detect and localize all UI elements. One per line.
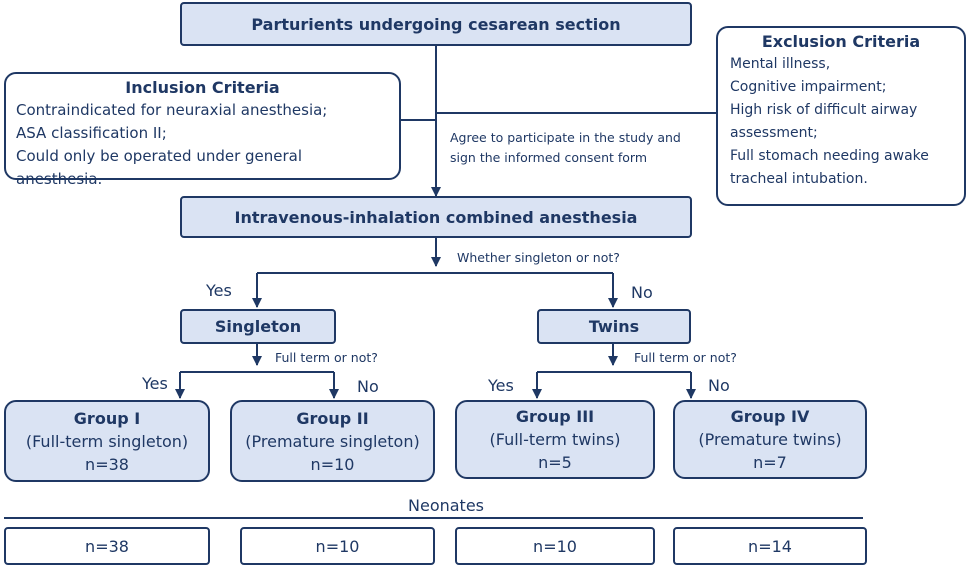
- inclusion-line-1: Contraindicated for neuraxial anesthesia…: [16, 101, 328, 119]
- group-1-name: Group I: [73, 408, 141, 428]
- group-4-name: Group IV: [730, 407, 810, 426]
- inclusion-line-3: Could only be operated under general ane…: [16, 147, 303, 188]
- group-3-n: n=5: [538, 453, 572, 472]
- label-yes-group1: Yes: [142, 374, 168, 393]
- neonates-label: Neonates: [408, 496, 484, 515]
- group-3-desc: (Full-term twins): [489, 430, 621, 449]
- box-group-1: Group I (Full-term singleton) n=38: [4, 400, 210, 482]
- label-no-group2: No: [357, 377, 379, 396]
- neonates-box-4: n=14: [673, 527, 867, 565]
- group-4-n: n=7: [753, 453, 787, 472]
- question-fullterm-singleton: Full term or not?: [275, 350, 378, 365]
- exclusion-line-4: assessment;: [730, 125, 818, 141]
- box-twins-label: Twins: [588, 317, 640, 336]
- box-group-4: Group IV (Premature twins) n=7: [673, 400, 867, 479]
- group-2-desc: (Premature singleton): [245, 431, 420, 451]
- group-4-desc: (Premature twins): [698, 430, 842, 449]
- neonates-2-n: n=10: [315, 536, 360, 556]
- consent-note-line-2: sign the informed consent form: [450, 150, 648, 165]
- neonates-box-2: n=10: [240, 527, 435, 565]
- box-twins: Twins: [537, 309, 691, 344]
- neonates-1-n: n=38: [85, 536, 129, 556]
- label-yes-singleton: Yes: [206, 281, 232, 300]
- neonates-4-n: n=14: [748, 536, 792, 556]
- inclusion-criteria-box: Inclusion Criteria Contraindicated for n…: [4, 72, 401, 188]
- group-2-name: Group II: [296, 408, 369, 428]
- box-group-2: Group II (Premature singleton) n=10: [230, 400, 435, 482]
- label-no-twins: No: [631, 283, 653, 302]
- consent-note-line-1: Agree to participate in the study and: [450, 130, 681, 145]
- group-1-desc: (Full-term singleton): [25, 431, 189, 451]
- exclusion-title: Exclusion Criteria: [761, 32, 921, 51]
- exclusion-line-5: Full stomach needing awake: [730, 148, 929, 164]
- question-fullterm-twins: Full term or not?: [634, 350, 737, 365]
- box-singleton-label: Singleton: [214, 317, 302, 336]
- box-parturients: Parturients undergoing cesarean section: [180, 2, 692, 46]
- group-2-n: n=10: [310, 454, 355, 474]
- box-group-3: Group III (Full-term twins) n=5: [455, 400, 655, 479]
- box-parturients-label: Parturients undergoing cesarean section: [251, 14, 621, 34]
- inclusion-line-2: ASA classification II;: [16, 124, 167, 142]
- neonates-box-3: n=10: [455, 527, 655, 565]
- box-singleton: Singleton: [180, 309, 336, 344]
- inclusion-title: Inclusion Criteria: [125, 78, 280, 97]
- exclusion-line-2: Cognitive impairment;: [730, 79, 887, 95]
- exclusion-criteria-box: Exclusion Criteria Mental illness, Cogni…: [716, 26, 966, 206]
- exclusion-line-3: High risk of difficult airway: [730, 102, 918, 118]
- exclusion-line-6: tracheal intubation.: [730, 171, 868, 187]
- question-singleton: Whether singleton or not?: [457, 250, 620, 265]
- group-1-n: n=38: [85, 454, 129, 474]
- neonates-box-1: n=38: [4, 527, 210, 565]
- box-anesthesia: Intravenous-inhalation combined anesthes…: [180, 196, 692, 238]
- exclusion-line-1: Mental illness,: [730, 56, 831, 72]
- neonates-3-n: n=10: [533, 536, 577, 556]
- label-yes-group3: Yes: [488, 376, 514, 395]
- label-no-group4: No: [708, 376, 730, 395]
- box-anesthesia-label: Intravenous-inhalation combined anesthes…: [234, 207, 638, 227]
- group-3-name: Group III: [515, 407, 595, 426]
